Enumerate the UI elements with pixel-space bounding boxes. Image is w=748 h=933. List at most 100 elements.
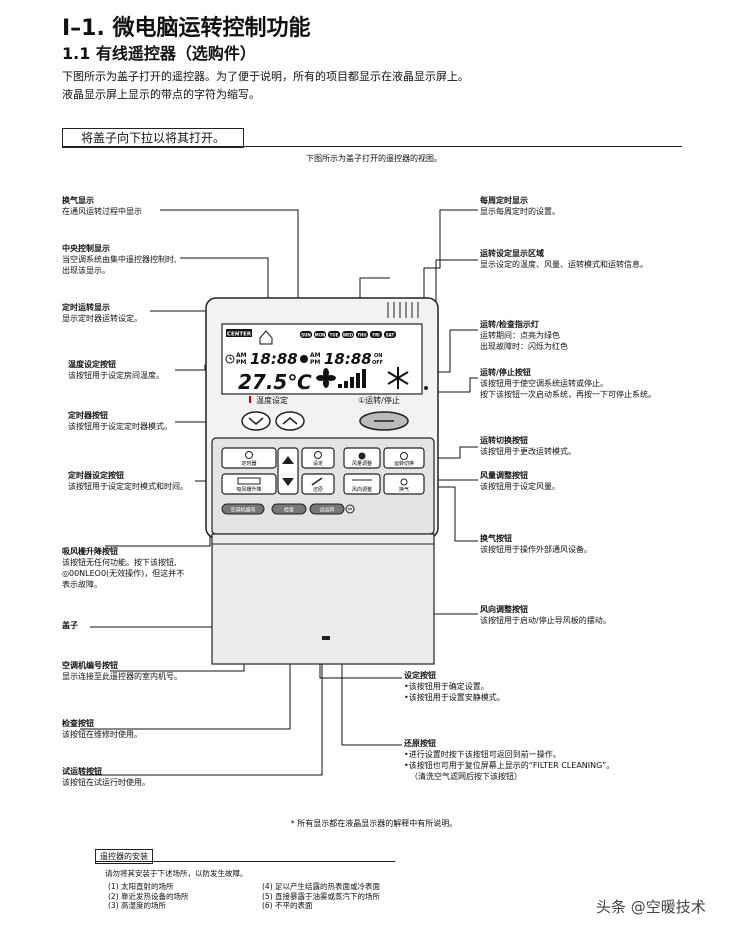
label-title: 每周定时显示 [480, 196, 528, 205]
list-item: (5) 直接暴露于油雾或蒸汽下的场所 [262, 891, 381, 901]
day-label: WED [343, 333, 354, 338]
day-label: SAT [386, 333, 395, 338]
label-title: 运转/检查指示灯 [480, 320, 539, 329]
mode-button [383, 447, 425, 469]
label-desc: 显示定时器运转设定。 [62, 314, 142, 323]
check-button [271, 503, 307, 515]
install-list-left: (1) 太阳直射的场所 (2) 靠近发热设备的场所 (3) 高湿度的场所 [108, 882, 189, 911]
intro-line: 液晶显示屏上显示的带点的字符为缩写。 [62, 88, 260, 101]
install-title: 遥控器的安装 [95, 849, 153, 864]
on-indicator: ON [374, 353, 382, 359]
reset-button-label: 还原 [313, 486, 323, 493]
page-heading: I–1. 微电脑运转控制功能 [62, 16, 311, 41]
label-weekly-timer: 每周定时显示 显示每周定时的设置。 [480, 195, 560, 217]
label-desc: 该按钮用于使空调系统运转或停止。 [480, 379, 608, 388]
pm-indicator: PM [310, 359, 320, 366]
louver-button-label: 吸风栅升降 [236, 486, 261, 493]
set-button-label: 设定 [313, 460, 323, 467]
swing-button-label: 风向调整 [352, 486, 372, 493]
temp-up-button [275, 411, 305, 431]
label-operation-area: 运转设定显示区域 显示设定的温度、风量、运转模式和运转信息。 [480, 248, 648, 270]
snowflake-icon [387, 367, 409, 389]
label-desc: 该按钮用于更改运转模式。 [480, 447, 576, 456]
label-set-button: 设定按钮 •该按钮用于确定设置。 •该按钮用于设置安静模式。 [404, 670, 505, 703]
label-title: 试运转按钮 [62, 767, 102, 776]
label-desc: 该按钮用于设定定时器模式。 [68, 422, 172, 431]
label-desc: 该按钮在维修时使用。 [62, 730, 142, 739]
watermark: 头条 @空暖技术 [596, 898, 706, 916]
label-title: 还原按钮 [404, 739, 436, 748]
label-reset-button: 还原按钮 •进行设置时按下该按钮可返回到前一操作。 •该按钮也可用于复位屏幕上显… [404, 738, 614, 782]
divider [62, 146, 682, 147]
label-desc: 该按钮用于设定风量。 [480, 482, 560, 491]
list-item: (1) 太阳直射的场所 [108, 882, 174, 891]
label-desc: 该按钮用于设定房间温度。 [68, 371, 164, 380]
am-indicator: AM [236, 352, 247, 359]
label-desc: 该按钮用于启动/停止导风板的摆动。 [480, 616, 611, 625]
label-cover: 盖子 [62, 620, 78, 631]
section-heading: 1.1 有线遥控器（选购件） [62, 44, 256, 63]
temp-set-label: 温度设定 [256, 395, 288, 405]
label-title: 换气显示 [62, 196, 94, 205]
center-indicator: CENTER [227, 332, 252, 338]
label-louver-button: 吸风栅升降按钮 该按钮无任何功能。按下该按钮, ◎00NLEO0(无效操作)，但… [62, 546, 184, 590]
list-item: (6) 不平的表面 [262, 901, 313, 910]
install-intro: 请勿将其安装于下述场所，以防发生故障。 [105, 869, 248, 878]
label-title: 检查按钮 [62, 719, 94, 728]
intro-text: 下图所示为盖子打开的遥控器。为了便于说明，所有的项目都显示在液晶显示屏上。 液晶… [62, 68, 469, 104]
timer-time-1: 18:88 [250, 350, 298, 368]
check-button-label: 检查 [284, 507, 294, 514]
label-title: 运转/停止按钮 [480, 368, 531, 377]
label-title: 风向调整按钮 [480, 605, 528, 614]
label-desc: 显示每周定时的设置。 [480, 207, 560, 216]
label-desc: 显示设定的温度、风量、运转模式和运转信息。 [480, 260, 648, 269]
label-desc: （清洗空气滤网后按下该按钮） [410, 772, 522, 781]
label-central-display: 中央控制显示 当空调系统由集中遥控器控制时, 出现该显示。 [62, 243, 177, 276]
label-test-run-button: 试运转按钮 该按钮在试运行时使用。 [62, 766, 150, 788]
fan-icon [316, 368, 336, 388]
label-title: 空调机编号按钮 [62, 661, 118, 670]
divider [95, 861, 395, 862]
temp-down-button [241, 411, 271, 431]
label-vent-button: 换气按钮 该按钮用于操作外部通风设备。 [480, 533, 592, 555]
screw-icon [345, 504, 355, 514]
off-indicator: OFF [372, 360, 383, 366]
label-title: 盖子 [62, 621, 78, 630]
reset-button [301, 473, 335, 495]
label-title: 定时运转显示 [62, 303, 110, 312]
timer-button-label: 定时器 [241, 460, 256, 467]
label-title: 吸风栅升降按钮 [62, 547, 118, 556]
list-item: (4) 足以产生结露的热表面或冷表面 [262, 882, 381, 891]
label-title: 风量调整按钮 [480, 471, 528, 480]
label-desc: •该按钮用于设置安静模式。 [404, 693, 505, 702]
label-check-button: 检查按钮 该按钮在维修时使用。 [62, 718, 142, 740]
open-instruction-box: 将盖子向下拉以将其打开。 [62, 128, 244, 148]
mode-button-label: 运转切换 [394, 460, 414, 467]
list-item: (2) 靠近发热设备的场所 [108, 891, 189, 901]
ventilation-button [383, 473, 425, 495]
label-desc: 出现故障时：闪烁为红色 [480, 342, 568, 351]
label-desc: 表示故障。 [62, 580, 102, 589]
timer-time-2: 18:88 [324, 350, 372, 368]
day-label: THU [357, 333, 366, 338]
day-label: SUN [301, 333, 310, 338]
figure-caption: 下图所示为盖子打开的遥控器的视图。 [306, 154, 442, 163]
label-title: 换气按钮 [480, 534, 512, 543]
label-temp-button: 温度设定按钮 该按钮用于设定房间温度。 [68, 359, 164, 381]
label-desc: 按下该按钮一次启动系统，再按一下可停止系统。 [480, 390, 656, 399]
label-desc: 该按钮用于操作外部通风设备。 [480, 545, 592, 554]
ventilation-icon [259, 330, 273, 345]
label-desc: ◎00NLEO0(无效操作)，但这并不 [62, 569, 185, 578]
ventilation-button-label: 换气 [399, 486, 409, 493]
cover [211, 533, 435, 665]
day-label: FRI [372, 333, 380, 338]
label-timer-set-button: 定时器设定按钮 该按钮用于设定定时模式和时间。 [68, 470, 188, 492]
label-title: 中央控制显示 [62, 244, 110, 253]
am-indicator: AM [310, 352, 321, 359]
label-desc: 在通风运转过程中显示 [62, 207, 142, 216]
label-title: 温度设定按钮 [68, 360, 116, 369]
unit-no-button-label: 空调机编号 [230, 507, 255, 514]
swing-button [343, 473, 381, 495]
label-fan-speed-button: 风量调整按钮 该按钮用于设定风量。 [480, 470, 560, 492]
label-title: 设定按钮 [404, 671, 436, 680]
